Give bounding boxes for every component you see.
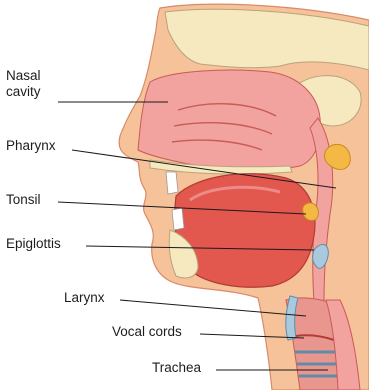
tonsil-tissue [303,203,319,221]
lower-teeth [172,208,184,230]
label-pharynx: Pharynx [6,138,56,154]
nasal-cavity-region [138,70,320,170]
label-nasal-cavity: Nasal cavity [6,68,41,100]
label-trachea: Trachea [152,360,201,376]
label-vocal-cords: Vocal cords [112,324,182,340]
label-tonsil: Tonsil [6,192,41,208]
upper-teeth [166,172,178,194]
label-larynx: Larynx [64,290,105,306]
label-epiglottis: Epiglottis [6,236,61,252]
